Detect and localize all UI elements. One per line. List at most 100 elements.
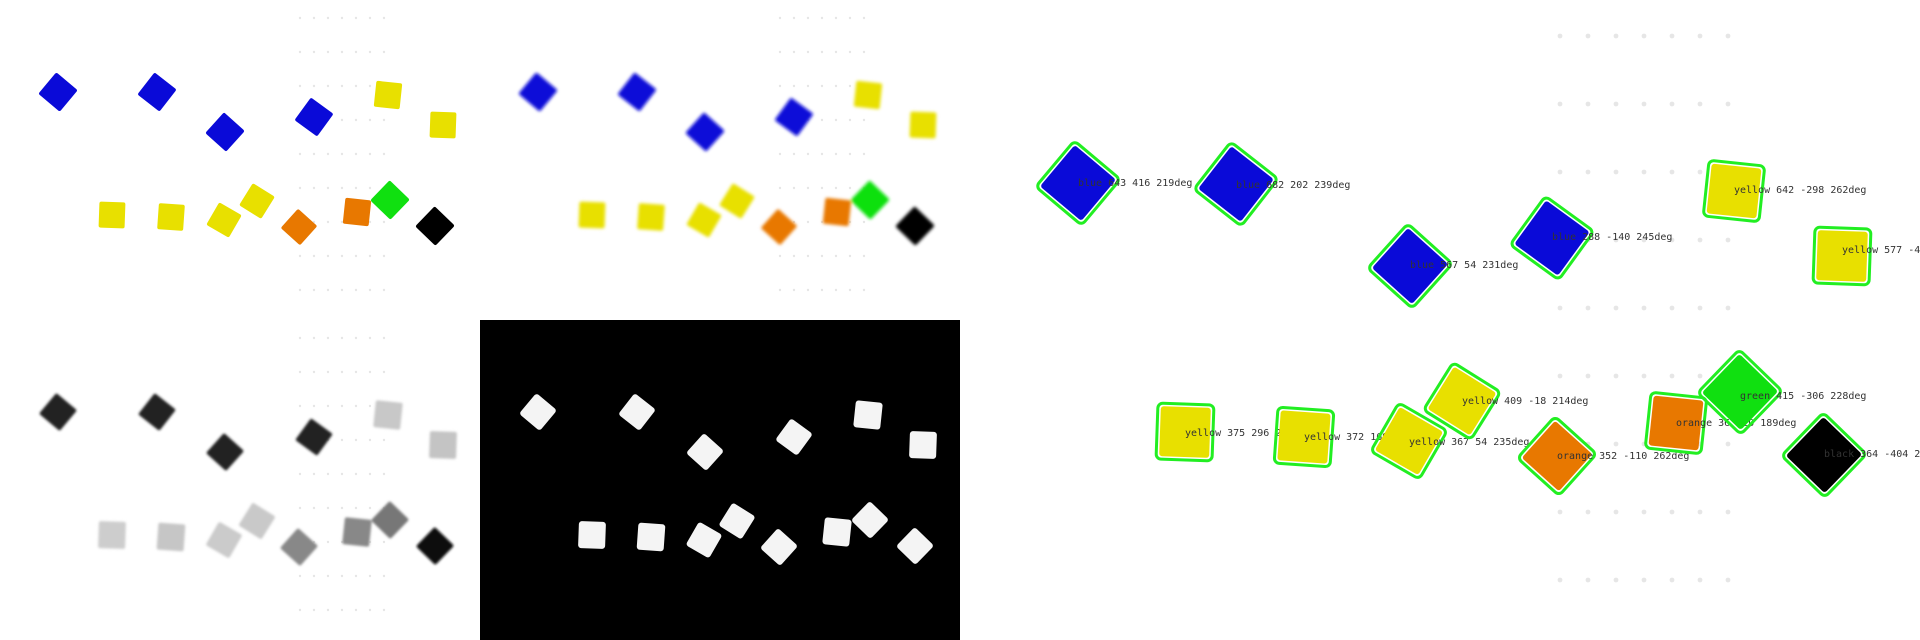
detection-contour xyxy=(1371,403,1447,479)
binary-mask xyxy=(520,394,937,565)
block-orange xyxy=(822,197,852,227)
background-dot xyxy=(340,608,344,612)
background-dot xyxy=(820,254,824,258)
background-dot xyxy=(368,186,372,190)
block-blue xyxy=(519,73,557,111)
background-dot xyxy=(792,152,796,156)
background-dot xyxy=(834,254,838,258)
background-dot xyxy=(382,220,386,224)
detected-block-black xyxy=(1787,418,1861,492)
detection-label: yellow 577 -41 xyxy=(1842,245,1920,256)
blurred-image xyxy=(519,16,937,292)
background-dot xyxy=(834,118,838,122)
background-dot xyxy=(820,152,824,156)
gray-block-black xyxy=(416,527,454,565)
background-dot xyxy=(340,186,344,190)
background-dot xyxy=(340,16,344,20)
block-yellow xyxy=(686,202,722,238)
background-dot xyxy=(806,288,810,292)
background-dot xyxy=(1613,509,1619,515)
background-dot xyxy=(382,540,386,544)
background-dots xyxy=(778,16,866,292)
background-dot xyxy=(326,370,330,374)
background-dot xyxy=(312,254,316,258)
background-dot xyxy=(1697,305,1703,311)
background-dot xyxy=(1641,305,1647,311)
background-dot xyxy=(848,84,852,88)
background-dot xyxy=(834,84,838,88)
block-blue xyxy=(39,73,77,111)
background-dot xyxy=(340,118,344,122)
block-blue xyxy=(686,113,724,151)
background-dot xyxy=(834,16,838,20)
background-dot xyxy=(834,288,838,292)
detection-contour xyxy=(1644,391,1708,455)
block-blue xyxy=(775,98,813,136)
mask-blob xyxy=(719,503,755,539)
background-dot xyxy=(1725,33,1731,39)
gray-block-orange xyxy=(342,517,372,547)
background-dot xyxy=(1557,373,1563,379)
detected-block-yellow xyxy=(1816,230,1868,282)
detection-label: yellow 642 -298 262deg xyxy=(1734,185,1866,196)
gray-block-yellow xyxy=(429,431,457,459)
background-dot xyxy=(326,336,330,340)
background-dot xyxy=(340,84,344,88)
background-dot xyxy=(382,152,386,156)
background-dot xyxy=(778,50,782,54)
background-dot xyxy=(326,152,330,156)
background-dot xyxy=(848,186,852,190)
background-dot xyxy=(326,404,330,408)
block-blue xyxy=(295,98,333,136)
detection-label: black 364 -404 2 xyxy=(1824,449,1920,460)
background-dot xyxy=(1641,373,1647,379)
background-dot xyxy=(298,608,302,612)
background-dot xyxy=(820,220,824,224)
background-dot xyxy=(778,16,782,20)
background-dot xyxy=(806,50,810,54)
background-dot xyxy=(1613,237,1619,243)
background-dot xyxy=(1725,509,1731,515)
detected-block-orange xyxy=(1648,395,1704,451)
block-yellow xyxy=(909,111,937,139)
background-dot xyxy=(382,254,386,258)
background-dot xyxy=(1725,305,1731,311)
detection-contour xyxy=(1423,362,1501,440)
background-dot xyxy=(778,288,782,292)
background-dot xyxy=(298,370,302,374)
mask-blob xyxy=(578,521,606,549)
background-dot xyxy=(382,472,386,476)
background-dot xyxy=(1725,237,1731,243)
detection-label: yellow 409 -18 214deg xyxy=(1462,396,1588,407)
background-dot xyxy=(1669,169,1675,175)
background-dot xyxy=(806,186,810,190)
background-dot xyxy=(312,186,316,190)
background-dot xyxy=(1725,441,1731,447)
detected-block-green xyxy=(1703,355,1777,429)
background-dot xyxy=(368,152,372,156)
background-dot xyxy=(848,288,852,292)
gray-block-yellow xyxy=(156,522,186,552)
gray-block-yellow xyxy=(206,522,242,558)
background-dot xyxy=(326,608,330,612)
background-dot xyxy=(1697,33,1703,39)
background-dot xyxy=(354,16,358,20)
detection-contour xyxy=(1510,196,1594,280)
background-dot xyxy=(1641,577,1647,583)
background-dot xyxy=(312,336,316,340)
gray-block-blue xyxy=(39,393,77,431)
detected-block-blue xyxy=(1041,146,1115,220)
background-dot xyxy=(1669,577,1675,583)
background-dot xyxy=(1613,577,1619,583)
background-dot xyxy=(354,438,358,442)
background-dot xyxy=(312,84,316,88)
background-dot xyxy=(1697,169,1703,175)
background-dot xyxy=(1585,33,1591,39)
mask-blob xyxy=(909,431,937,459)
original-image xyxy=(39,16,457,292)
background-dot xyxy=(326,506,330,510)
background-dot xyxy=(326,472,330,476)
background-dot xyxy=(298,16,302,20)
background-dot xyxy=(792,254,796,258)
